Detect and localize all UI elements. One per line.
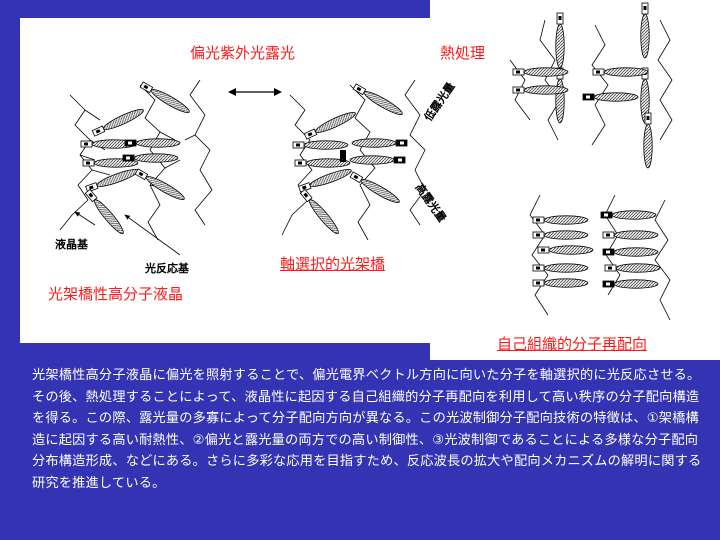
low-dose-result-structure — [509, 2, 673, 169]
polarized-uv-label: 偏光紫外光露光 — [190, 44, 296, 62]
low-dose-arrow — [429, 77, 508, 159]
mesogen-label: 液晶基 — [55, 238, 88, 251]
high-dose-result-structure — [529, 194, 671, 321]
polarization-double-arrow — [228, 88, 282, 96]
initial-molecular-structure — [59, 79, 213, 256]
crosslinked-molecular-structure — [281, 79, 426, 241]
material-label: 光架橋性高分子液晶 — [48, 285, 184, 303]
heat-treatment-panel — [430, 0, 720, 360]
axis-selective-crosslinking-label: 軸選択的光架橋 — [280, 255, 386, 273]
high-dose-arrow — [429, 161, 518, 253]
description-paragraph: 光架橋性高分子液晶に偏光を照射することで、偏光電界ベクトル方向に向いた分子を軸選… — [32, 368, 702, 491]
heat-treatment-label: 熱処理 — [440, 44, 486, 62]
photoreactive-group-label: 光反応基 — [145, 262, 189, 275]
self-organized-reorientation-label: 自己組織的分子再配向 — [497, 335, 648, 353]
